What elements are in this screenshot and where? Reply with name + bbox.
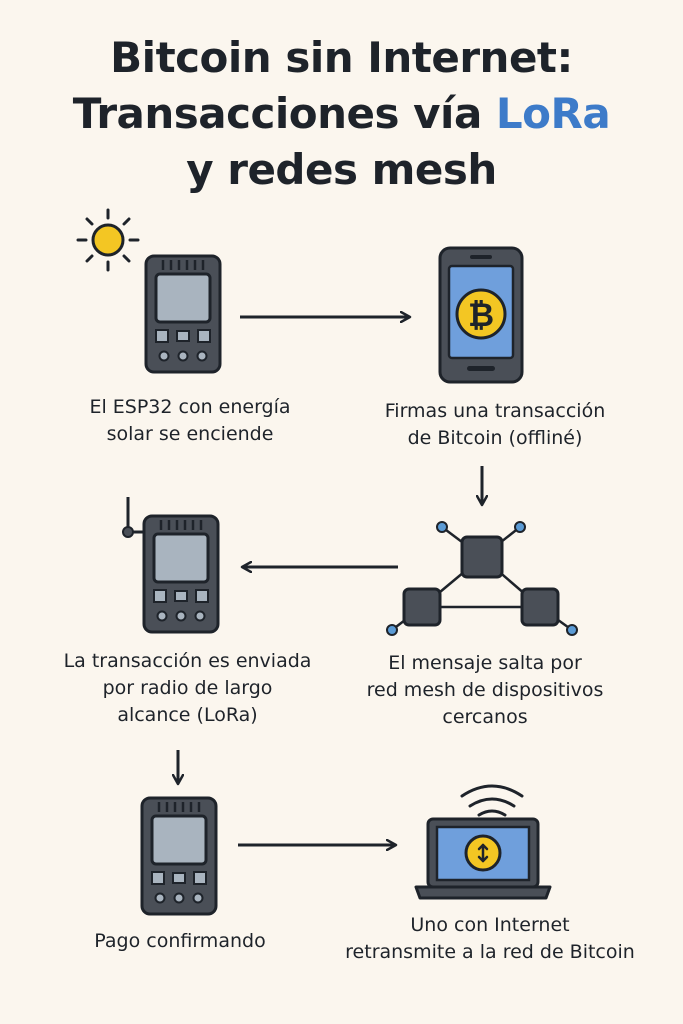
caption-line: El ESP32 con energía (89, 396, 291, 418)
caption-line: La transacción es enviada (63, 650, 312, 672)
caption-step-1: El ESP32 con energía solar se enciende (60, 394, 320, 448)
bitcoin-icon: ₿ (455, 288, 507, 340)
antenna-icon (122, 497, 144, 538)
caption-line: de Bitcoin (offliné) (407, 427, 583, 449)
page-title: Bitcoin sin Internet: Transacciones vía … (0, 30, 683, 198)
wifi-icon (460, 784, 524, 817)
caption-line: Uno con Internet (410, 914, 570, 936)
title-highlight-lora: LoRa (495, 89, 611, 138)
caption-line: retransmite a la red de Bitcoin (345, 941, 635, 963)
caption-step-4: La transacción es enviada por radio de l… (45, 648, 330, 729)
caption-step-3: El mensaje salta por red mesh de disposi… (330, 650, 640, 731)
title-line-2: Transacciones vía LoRa (0, 86, 683, 142)
esp32-board-icon (144, 254, 222, 374)
caption-line: Firmas una transacción (384, 400, 606, 422)
caption-step-5: Pago confirmando (55, 928, 305, 955)
svg-text:₿: ₿ (468, 296, 494, 334)
title-line-3: y redes mesh (186, 145, 497, 194)
caption-line: alcance (LoRa) (117, 704, 258, 726)
caption-step-2: Firmas una transacción de Bitcoin (offli… (355, 398, 635, 452)
caption-line: cercanos (442, 706, 528, 728)
caption-line: solar se enciende (106, 423, 274, 445)
laptop-icon (414, 817, 552, 900)
esp32-board-lora-icon (142, 514, 220, 634)
caption-step-6: Uno con Internet retransmite a la red de… (330, 912, 650, 966)
caption-line: El mensaje salta por (388, 652, 582, 674)
title-line-1: Bitcoin sin Internet: (110, 33, 573, 82)
title-line-2-prefix: Transacciones vía (72, 89, 496, 138)
caption-line: red mesh de dispositivos (366, 679, 604, 701)
caption-line: Pago confirmando (94, 930, 266, 952)
esp32-board-confirmed-icon (140, 796, 218, 916)
mesh-network-icon (386, 521, 578, 636)
caption-line: por radio de largo (102, 677, 273, 699)
sun-icon (76, 208, 140, 272)
